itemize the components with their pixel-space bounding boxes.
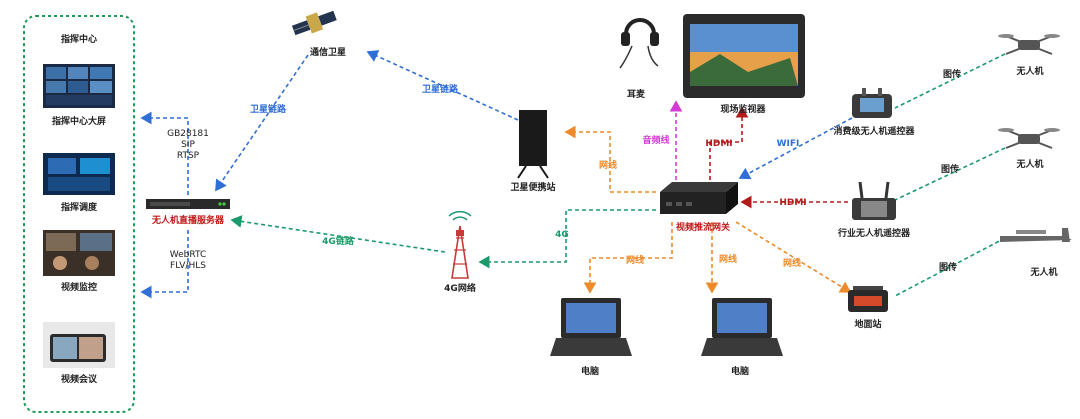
edge-drone2-rc xyxy=(894,147,1006,201)
industry-rc-icon xyxy=(852,181,896,220)
protocol-lower-1: FLV/HLS xyxy=(170,261,206,271)
headset-label: 耳麦 xyxy=(627,88,646,100)
server-label: 无人机直播服务器 xyxy=(151,214,225,226)
edge-label-audio: 音频线 xyxy=(642,134,669,146)
command-item-1: 指挥调度 xyxy=(61,201,98,213)
ground-station-icon xyxy=(848,286,888,312)
edge-label-sat-link-1: 卫星链路 xyxy=(250,103,287,115)
drone-3-label: 无人机 xyxy=(1029,266,1057,278)
gateway-icon xyxy=(660,182,738,214)
satellite-label: 通信卫星 xyxy=(310,46,346,58)
big-screen-icon xyxy=(43,64,115,108)
edge-gateway-ground xyxy=(735,221,852,293)
edge-label-net-pc2: 网线 xyxy=(719,253,737,265)
drone-1-icon xyxy=(998,34,1060,55)
edge-gateway-station xyxy=(564,125,656,193)
consumer-rc-icon xyxy=(852,88,892,118)
drone-2-icon xyxy=(998,128,1060,149)
drone-2-label: 无人机 xyxy=(1015,158,1043,170)
edge-label-4g-link: 4G链路 xyxy=(322,235,355,247)
edge-label-img-3: 图传 xyxy=(939,261,957,273)
protocol-lower-0: WebRTC xyxy=(170,250,206,260)
edge-label-net-sat: 网线 xyxy=(599,159,617,171)
tower-4g-icon xyxy=(448,210,472,279)
server-icon xyxy=(146,199,230,209)
tower-label: 4G网络 xyxy=(444,282,476,294)
edge-label-4g: 4G xyxy=(555,230,569,240)
consumer-rc-label: 消费级无人机遥控器 xyxy=(833,125,915,137)
command-center-frame xyxy=(23,15,135,413)
protocol-upper-0: GB28181 xyxy=(167,129,209,139)
edge-label-img-2: 图传 xyxy=(941,163,959,175)
protocol-upper-2: RTSP xyxy=(177,151,200,161)
dispatch-screen-icon xyxy=(43,153,115,195)
edge-label-hdmi-rc: HDMI xyxy=(779,198,806,208)
edge-tower-server xyxy=(230,215,446,253)
conference-tablet-icon xyxy=(43,322,115,368)
protocol-upper-1: SIP xyxy=(181,140,195,150)
edge-label-img-1: 图传 xyxy=(943,68,961,80)
command-item-3: 视频会议 xyxy=(61,373,98,385)
sat-station-label: 卫星便携站 xyxy=(510,181,555,193)
computer-2-icon xyxy=(701,298,783,356)
edge-server-monitor xyxy=(140,230,189,299)
edge-label-sat-link-2: 卫星链路 xyxy=(422,83,459,95)
computer-1-label: 电脑 xyxy=(581,365,599,377)
gateway-label: 视频推流网关 xyxy=(676,221,730,233)
edge-gateway-pc1 xyxy=(583,222,673,294)
command-center-title: 指挥中心 xyxy=(61,33,97,45)
industry-rc-label: 行业无人机遥控器 xyxy=(837,227,911,239)
sat-station-icon xyxy=(517,110,549,179)
edge-gateway-tower xyxy=(478,209,656,269)
edge-drone1-rc xyxy=(894,53,1006,109)
computer-1-icon xyxy=(550,298,632,356)
edge-label-wifi: WIFI xyxy=(777,139,800,149)
monitor-label: 现场监视器 xyxy=(720,103,766,115)
edge-rc-gateway xyxy=(738,117,853,180)
edge-sat-server xyxy=(215,54,309,192)
drone-3-icon xyxy=(1000,228,1072,242)
edge-label-net-pc1: 网线 xyxy=(626,254,644,266)
edge-label-net-ground: 网线 xyxy=(783,257,801,269)
computer-2-label: 电脑 xyxy=(731,365,749,377)
command-item-2: 视频监控 xyxy=(61,281,97,293)
edge-gateway-monitor xyxy=(709,106,749,180)
ground-station-label: 地面站 xyxy=(854,318,881,330)
command-item-0: 指挥中心大屏 xyxy=(52,115,106,127)
satellite-icon xyxy=(291,10,337,36)
edge-server-screen xyxy=(140,111,189,195)
monitor-icon xyxy=(683,14,805,98)
drone-1-label: 无人机 xyxy=(1015,65,1043,77)
monitoring-photo-icon xyxy=(43,230,115,276)
headset-icon xyxy=(619,18,659,69)
edge-label-hdmi-monitor: HDMI xyxy=(705,139,732,149)
